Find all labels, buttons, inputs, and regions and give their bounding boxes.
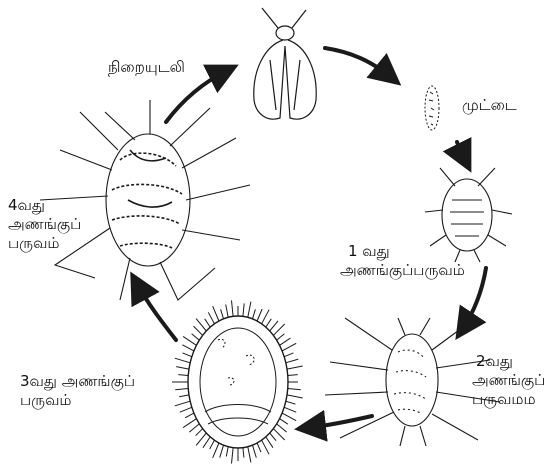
hair-line bbox=[179, 395, 189, 397]
egg-drawing bbox=[425, 86, 439, 130]
hair-line bbox=[270, 321, 278, 331]
hair-line bbox=[273, 324, 284, 335]
hair-line bbox=[253, 445, 257, 457]
hair-line bbox=[287, 366, 303, 369]
hair-line bbox=[196, 429, 203, 436]
hair-line bbox=[257, 309, 262, 321]
hair-line bbox=[194, 326, 203, 335]
hair-line bbox=[232, 300, 234, 316]
hair-line bbox=[257, 443, 261, 452]
label-first-instar: 1 வது அணங்குப்பருவம் bbox=[340, 242, 465, 280]
hair-line bbox=[243, 303, 244, 316]
hair-line bbox=[273, 429, 284, 440]
hair-line bbox=[266, 319, 272, 327]
hair-line bbox=[243, 448, 244, 458]
hair-line bbox=[182, 345, 194, 351]
hair-line bbox=[262, 310, 270, 324]
hair-line bbox=[280, 419, 288, 425]
hair-line bbox=[178, 375, 188, 376]
hair-line bbox=[284, 353, 293, 357]
hair-line bbox=[192, 334, 200, 340]
hair-line bbox=[282, 343, 296, 351]
hair-line bbox=[175, 358, 190, 363]
hair-line bbox=[288, 375, 298, 376]
hair-line bbox=[183, 336, 196, 345]
hair-line bbox=[248, 302, 251, 318]
label-second-instar: 2வது அணங்குப் பருவமம bbox=[472, 352, 545, 409]
hair-line bbox=[280, 338, 291, 345]
hair-line bbox=[270, 433, 276, 441]
hair-line bbox=[183, 419, 196, 428]
hair-line bbox=[205, 319, 211, 327]
hair-line bbox=[213, 443, 219, 458]
hair-line bbox=[282, 413, 296, 421]
hair-line bbox=[288, 389, 301, 390]
hair-line bbox=[226, 447, 228, 457]
hair-line bbox=[287, 395, 303, 398]
hair-line bbox=[286, 359, 299, 363]
arrow-egg-to-first bbox=[457, 142, 466, 162]
hair-line bbox=[253, 309, 256, 319]
hair-line bbox=[185, 413, 194, 418]
hair-line bbox=[203, 437, 210, 448]
hair-line bbox=[220, 445, 224, 457]
adult-insect-drawing bbox=[254, 8, 316, 119]
hair-line bbox=[189, 424, 199, 432]
hair-line bbox=[284, 407, 296, 412]
label-adult: நிறையுடலி bbox=[108, 58, 185, 77]
hair-line bbox=[213, 306, 219, 321]
label-third-instar: 3வது அணங்குப் பருவம் bbox=[20, 372, 135, 410]
hair-line bbox=[221, 309, 224, 319]
label-egg: முட்டை bbox=[462, 96, 517, 115]
arrow-first-to-second bbox=[462, 268, 486, 330]
third-instar-drawing bbox=[172, 300, 303, 463]
hair-line bbox=[176, 367, 189, 370]
arrow-third-to-fourth bbox=[136, 282, 176, 340]
hair-line bbox=[175, 389, 188, 390]
label-fourth-instar: 4வது அணங்குப் பருவம் bbox=[8, 196, 81, 253]
hair-line bbox=[210, 440, 215, 449]
hair-line bbox=[180, 407, 192, 412]
hair-line bbox=[183, 353, 192, 357]
hair-line bbox=[175, 401, 190, 406]
arrow-second-to-third bbox=[306, 416, 372, 428]
hair-line bbox=[286, 401, 296, 404]
hair-line bbox=[266, 437, 273, 448]
hair-line bbox=[196, 319, 206, 331]
hair-line bbox=[277, 424, 287, 432]
hair-line bbox=[208, 312, 214, 324]
arrow-adult-to-egg bbox=[325, 48, 392, 78]
hair-line bbox=[248, 447, 251, 463]
hair-line bbox=[226, 305, 229, 318]
hair-line bbox=[277, 334, 285, 340]
hair-line bbox=[262, 440, 270, 454]
arrow-fourth-to-adult bbox=[166, 70, 228, 122]
hair-line bbox=[196, 433, 206, 445]
hair-line bbox=[232, 448, 234, 464]
